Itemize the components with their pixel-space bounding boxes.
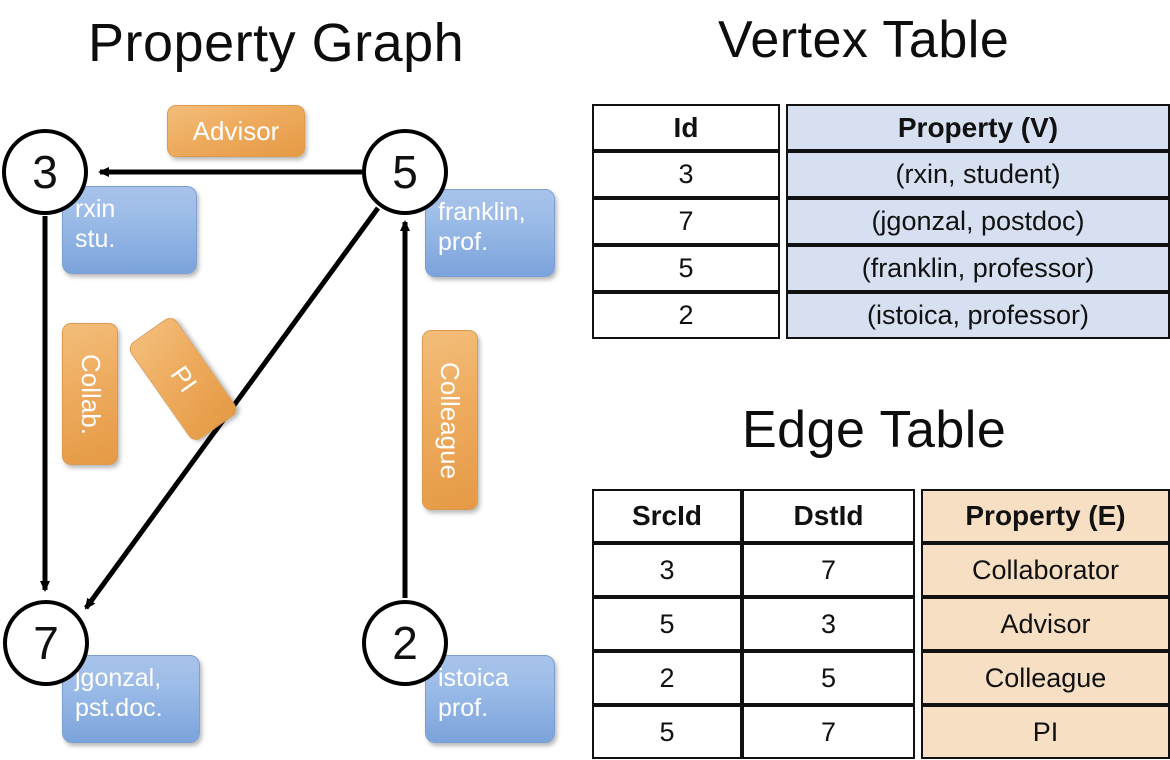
edge-srcid-cell: 3 (592, 543, 742, 597)
table-row: 5 (742, 651, 915, 705)
table-header-row: Property (V) (786, 104, 1170, 151)
graph-node-7-label: 7 (33, 617, 59, 669)
table-row: (franklin, professor) (786, 245, 1170, 292)
property-box-rxin: rxin stu. (62, 186, 197, 274)
table-row: 7 (742, 705, 915, 759)
property-box-istoica-line1: istoica (438, 664, 509, 692)
vertex-table-header-id: Id (592, 104, 780, 151)
table-row: 5 (592, 245, 780, 292)
graph-node-5: 5 (362, 129, 448, 215)
table-row: 3 (742, 597, 915, 651)
graph-node-3: 3 (2, 129, 88, 215)
edge-dstid-cell: 5 (742, 651, 915, 705)
vertex-id-cell: 3 (592, 151, 780, 198)
table-row: 5 (592, 705, 742, 759)
edge-srcid-cell: 2 (592, 651, 742, 705)
edge-label-collab-text: Collab. (75, 353, 106, 435)
edge-label-colleague-text: Colleague (435, 361, 466, 479)
graph-node-5-label: 5 (392, 146, 418, 198)
table-row: (istoica, professor) (786, 292, 1170, 339)
edge-table-dstid-column: DstId 7 3 5 7 (742, 489, 915, 759)
vertex-table-property-column: Property (V) (rxin, student) (jgonzal, p… (786, 104, 1170, 339)
table-row: 5 (592, 597, 742, 651)
vertex-id-cell: 5 (592, 245, 780, 292)
graph-node-2: 2 (362, 600, 448, 686)
edge-table-property-column: Property (E) Collaborator Advisor Collea… (921, 489, 1170, 759)
edge-property-cell: PI (921, 705, 1170, 759)
graph-node-3-label: 3 (32, 146, 58, 198)
page-title-edge-table: Edge Table (742, 401, 1007, 459)
table-row: Collaborator (921, 543, 1170, 597)
edge-label-advisor: Advisor (167, 105, 305, 157)
table-row: Colleague (921, 651, 1170, 705)
edge-label-pi-text: PI (164, 360, 203, 398)
table-row: 3 (592, 543, 742, 597)
property-box-rxin-line1: rxin (75, 195, 116, 223)
edge-srcid-cell: 5 (592, 597, 742, 651)
edge-property-cell: Advisor (921, 597, 1170, 651)
page-title-property-graph: Property Graph (88, 13, 465, 73)
edge-property-cell: Colleague (921, 651, 1170, 705)
vertex-table-header-property: Property (V) (786, 104, 1170, 151)
edge-dstid-cell: 7 (742, 543, 915, 597)
table-row: 2 (592, 292, 780, 339)
property-box-jgonzal: jgonzal, pst.doc. (62, 655, 200, 743)
edge-table-header-property: Property (E) (921, 489, 1170, 543)
table-header-row: SrcId (592, 489, 742, 543)
table-header-row: DstId (742, 489, 915, 543)
table-row: (jgonzal, postdoc) (786, 198, 1170, 245)
vertex-table-id-column: Id 3 7 5 2 (592, 104, 780, 339)
edge-property-cell: Collaborator (921, 543, 1170, 597)
vertex-property-cell: (rxin, student) (786, 151, 1170, 198)
vertex-property-cell: (jgonzal, postdoc) (786, 198, 1170, 245)
table-row: 7 (742, 543, 915, 597)
graph-node-7: 7 (3, 600, 89, 686)
table-row: PI (921, 705, 1170, 759)
edge-label-collab: Collab. (62, 323, 118, 465)
table-row: (rxin, student) (786, 151, 1170, 198)
property-box-franklin-line2: prof. (438, 227, 489, 256)
edge-dstid-cell: 3 (742, 597, 915, 651)
edge-srcid-cell: 5 (592, 705, 742, 759)
page-title-vertex-table: Vertex Table (718, 11, 1010, 69)
edge-label-advisor-text: Advisor (192, 115, 280, 146)
table-row: 2 (592, 651, 742, 705)
property-box-franklin-line1: franklin, (438, 198, 526, 226)
vertex-property-cell: (istoica, professor) (786, 292, 1170, 339)
table-header-row: Property (E) (921, 489, 1170, 543)
table-row: Advisor (921, 597, 1170, 651)
edge-dstid-cell: 7 (742, 705, 915, 759)
property-box-jgonzal-line2: pst.doc. (75, 693, 163, 722)
table-header-row: Id (592, 104, 780, 151)
graph-node-2-label: 2 (392, 617, 418, 669)
table-row: 7 (592, 198, 780, 245)
property-graph-panel: Property Graph rxin stu. franklin, prof.… (2, 13, 555, 743)
vertex-id-cell: 7 (592, 198, 780, 245)
property-box-jgonzal-line1: jgonzal, (75, 664, 162, 692)
table-row: 3 (592, 151, 780, 198)
edge-table-srcid-column: SrcId 3 5 2 5 (592, 489, 742, 759)
property-box-rxin-line2: stu. (75, 224, 116, 253)
edge-label-colleague: Colleague (422, 330, 478, 510)
vertex-property-cell: (franklin, professor) (786, 245, 1170, 292)
property-box-istoica: istoica prof. (425, 655, 555, 743)
property-box-franklin: franklin, prof. (425, 189, 555, 277)
vertex-id-cell: 2 (592, 292, 780, 339)
property-box-istoica-line2: prof. (438, 693, 489, 722)
edge-table-header-srcid: SrcId (592, 489, 742, 543)
edge-table-header-dstid: DstId (742, 489, 915, 543)
